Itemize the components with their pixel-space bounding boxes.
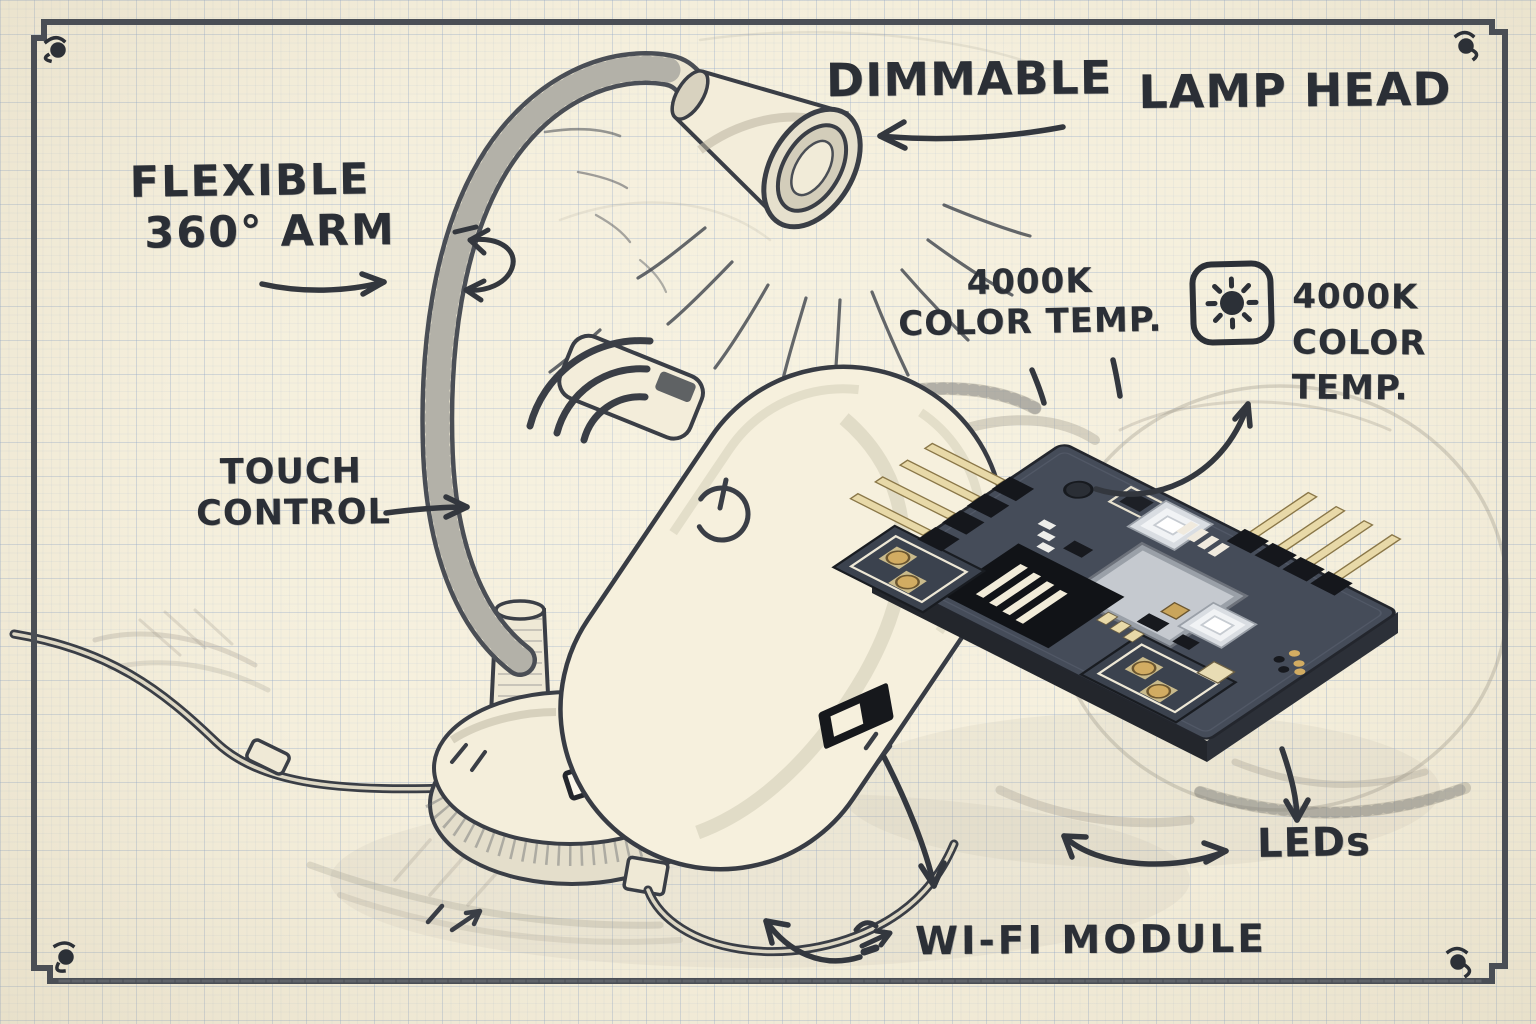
wifi-signal-arcs bbox=[526, 337, 654, 444]
light-rays bbox=[548, 203, 1032, 397]
corner-screws bbox=[43, 30, 1479, 979]
arrow-wifi-module bbox=[763, 918, 863, 964]
label-lamp-head: LAMP HEAD bbox=[1138, 61, 1452, 120]
arrow-flexible-arm bbox=[259, 271, 387, 297]
sun-icon bbox=[1205, 276, 1259, 330]
pen-doodle bbox=[853, 920, 893, 956]
label-flexible-arm: FLEXIBLE 360° ARM bbox=[129, 154, 397, 259]
power-icon bbox=[693, 477, 751, 543]
pin-header-left bbox=[849, 442, 1035, 552]
arrow-touch-control bbox=[383, 494, 470, 520]
frame-border bbox=[31, 19, 1508, 984]
label-leds: LEDs bbox=[1256, 819, 1372, 867]
touch-device bbox=[558, 364, 1006, 872]
pcb-sketch bbox=[831, 442, 1402, 762]
label-touch-control: TOUCH CONTROL bbox=[196, 451, 391, 535]
leader-dashes-color-temp bbox=[1029, 357, 1123, 406]
arrow-leds-pcb bbox=[1279, 746, 1311, 823]
arrow-rotation bbox=[452, 224, 516, 303]
arrow-color-temp-badge bbox=[1093, 401, 1253, 497]
tactile-switch-2 bbox=[1176, 601, 1258, 649]
screw-bottom-right bbox=[1445, 946, 1472, 979]
screw-top-left bbox=[43, 36, 67, 64]
annotation-arrows bbox=[259, 119, 1311, 964]
label-color-temp-left: 4000K COLOR TEMP. bbox=[897, 260, 1163, 345]
pin-header-right bbox=[1226, 491, 1402, 596]
arrow-wifi-slot bbox=[881, 754, 947, 889]
arrow-lamp-head bbox=[877, 119, 1066, 151]
brightness-badge bbox=[1188, 259, 1276, 347]
gooseneck-arm bbox=[420, 51, 709, 677]
screw-bottom-left bbox=[52, 941, 76, 973]
label-wifi-module: WI-FI MODULE bbox=[914, 916, 1268, 965]
label-dimmable: DIMMABLE bbox=[825, 50, 1113, 108]
power-cable-left bbox=[9, 629, 453, 794]
wifi-module-slot bbox=[818, 683, 894, 749]
lamp-head bbox=[548, 69, 1032, 397]
device-clip bbox=[526, 333, 705, 444]
screw-top-right bbox=[1453, 30, 1479, 62]
arrow-leds-double bbox=[1061, 833, 1229, 867]
label-color-temp-right: 4000K COLOR TEMP. bbox=[1291, 276, 1427, 409]
label-dimmable-lamp-head: DIMMABLE LAMP HEAD bbox=[825, 47, 1452, 119]
